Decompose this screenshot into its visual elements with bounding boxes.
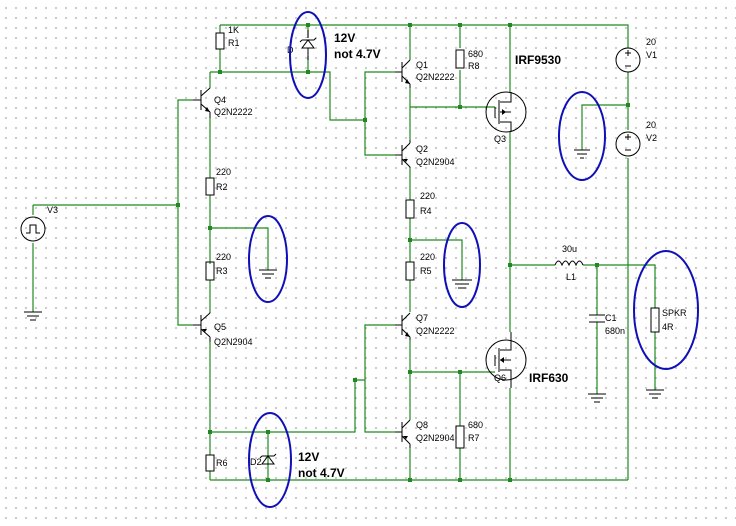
- q8-part: Q2N2904: [416, 433, 455, 443]
- r3-ref: R3: [216, 266, 228, 276]
- r5-ref: R5: [420, 266, 432, 276]
- q3-ref: Q3: [494, 134, 506, 144]
- r2-ref: R2: [216, 182, 228, 192]
- ground-symbol-left: [259, 269, 277, 279]
- highlight-ground-left: [248, 215, 288, 303]
- r3-value: 220: [216, 252, 231, 262]
- q5-ref: Q5: [214, 322, 226, 332]
- annotation-mosfet-top: IRF9530: [515, 53, 561, 67]
- r7-ref: R7: [468, 433, 480, 443]
- annotation-zener-bottom-line1: 12V: [298, 450, 319, 464]
- mosfet-q6[interactable]: Q6: [485, 332, 527, 388]
- highlight-zener-top: [289, 11, 327, 99]
- inductor-l1[interactable]: 30u L1: [554, 244, 584, 282]
- resistor-r5[interactable]: 220 R5: [405, 252, 435, 281]
- source-v3[interactable]: V3: [20, 205, 58, 242]
- transistor-q2[interactable]: Q2 Q2N2904: [395, 140, 455, 168]
- q2-ref: Q2: [416, 144, 428, 154]
- resistor-r7[interactable]: 680 R7: [455, 420, 483, 449]
- annotation-zener-top-line1: 12V: [334, 31, 355, 45]
- wires: [32, 24, 656, 481]
- ground-symbol-c1: [588, 393, 606, 403]
- r4-value: 220: [420, 191, 435, 201]
- zener-diode-d2[interactable]: D2: [250, 453, 277, 467]
- spkr-ref: SPKR: [662, 308, 687, 318]
- v3-ref: V3: [47, 205, 58, 215]
- resistor-r1[interactable]: 1K R1: [215, 25, 240, 50]
- ground-symbol-v3: [24, 311, 42, 321]
- annotation-zener-bottom-line2: not 4.7V: [298, 466, 345, 480]
- r7-value: 680: [468, 420, 483, 430]
- q1-part: Q2N2222: [416, 72, 455, 82]
- speaker-spkr[interactable]: SPKR 4R: [650, 307, 687, 333]
- q7-ref: Q7: [416, 313, 428, 323]
- d2-ref: D2: [250, 457, 262, 467]
- transistor-q7[interactable]: Q7 Q2N2222: [395, 312, 455, 340]
- v1-value: 20: [646, 37, 656, 47]
- r6-ref: R6: [216, 458, 228, 468]
- junction-dots: [176, 23, 630, 482]
- transistor-q5[interactable]: Q5 Q2N2904: [193, 312, 253, 347]
- q2-part: Q2N2904: [416, 157, 455, 167]
- r8-ref: R8: [468, 61, 480, 71]
- highlight-speaker: [633, 250, 699, 370]
- resistor-r2[interactable]: 220 R2: [205, 167, 231, 196]
- resistor-r6[interactable]: R6: [205, 454, 228, 472]
- r2-value: 220: [216, 167, 231, 177]
- c1-ref: C1: [605, 313, 617, 323]
- resistor-r4[interactable]: 220 R4: [405, 191, 435, 219]
- source-v2[interactable]: 20 V2: [615, 120, 657, 157]
- q6-ref: Q6: [494, 373, 506, 383]
- r1-ref: R1: [228, 38, 240, 48]
- transistor-q4[interactable]: Q4 Q2N2222: [193, 87, 253, 118]
- resistor-r8[interactable]: 680 R8: [455, 49, 483, 71]
- r4-ref: R4: [420, 206, 432, 216]
- source-v1[interactable]: 20 V1: [615, 37, 657, 73]
- annotation-mosfet-bottom: IRF630: [529, 371, 569, 385]
- q5-part: Q2N2904: [214, 337, 253, 347]
- q4-ref: Q4: [214, 95, 226, 105]
- transistor-q8[interactable]: Q8 Q2N2904: [395, 419, 455, 448]
- v2-value: 20: [646, 120, 656, 130]
- resistor-r3[interactable]: 220 R3: [205, 252, 231, 281]
- v1-ref: V1: [646, 50, 657, 60]
- q1-ref: Q1: [416, 60, 428, 70]
- r5-value: 220: [420, 252, 435, 262]
- mosfet-q3[interactable]: Q3: [485, 91, 527, 144]
- q7-part: Q2N2222: [416, 326, 455, 336]
- c1-value: 680n: [605, 326, 625, 336]
- capacitor-c1[interactable]: C1 680n: [589, 313, 625, 336]
- annotations: 12V not 4.7V IRF9530 IRF630 12V not 4.7V: [298, 31, 569, 480]
- highlight-ellipses: [248, 11, 699, 508]
- spkr-value: 4R: [662, 322, 674, 332]
- ground-symbol-middle: [452, 279, 472, 289]
- r8-value: 680: [468, 49, 483, 59]
- v2-ref: V2: [646, 133, 657, 143]
- q4-part: Q2N2222: [214, 107, 253, 117]
- annotation-zener-top-line2: not 4.7V: [334, 47, 381, 61]
- transistor-q1[interactable]: Q1 Q2N2222: [395, 59, 455, 88]
- r1-value: 1K: [228, 25, 239, 35]
- highlight-ground-supply: [558, 91, 606, 181]
- highlight-ground-middle: [443, 222, 481, 308]
- ground-symbol-supply: [574, 149, 590, 159]
- ground-symbol-speaker: [646, 389, 664, 399]
- l1-value: 30u: [562, 244, 577, 254]
- highlight-zener-bottom: [248, 412, 292, 508]
- q8-ref: Q8: [416, 420, 428, 430]
- l1-ref: L1: [566, 272, 576, 282]
